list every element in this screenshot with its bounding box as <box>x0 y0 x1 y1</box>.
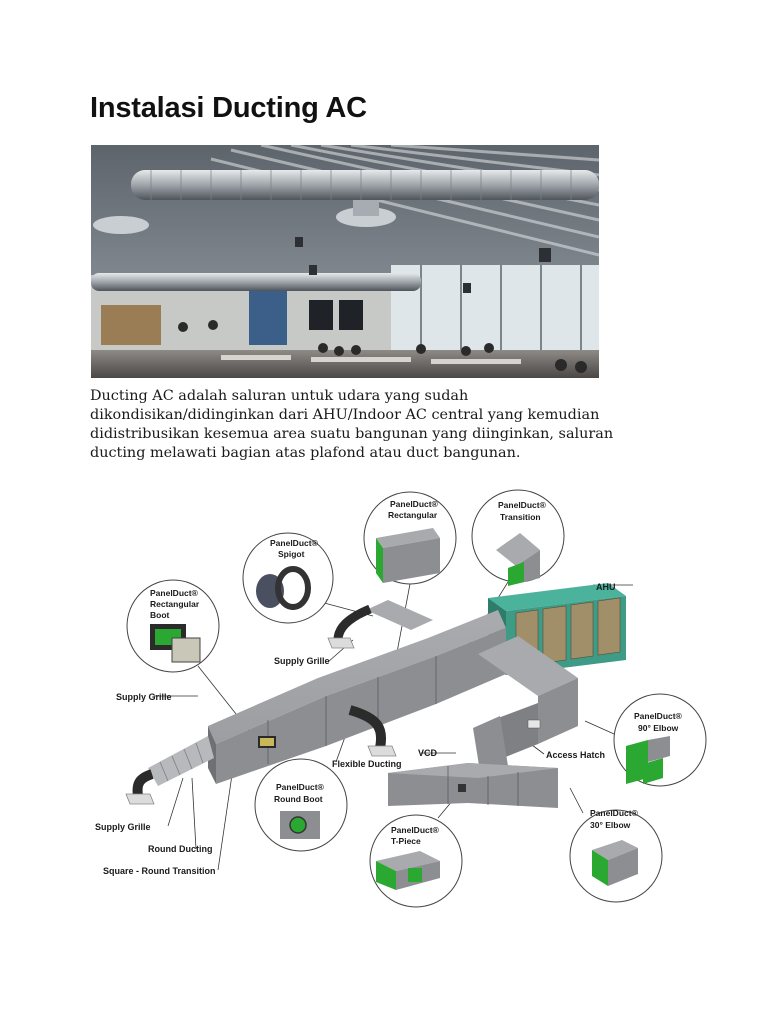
page-title: Instalasi Ducting AC <box>90 92 367 125</box>
label-vcd: VCD <box>418 748 438 758</box>
label-supply-grille-top: Supply Grille <box>274 656 330 666</box>
callout-rectangular-label: Rectangular <box>388 510 438 520</box>
intro-paragraph: Ducting AC adalah saluran untuk udara ya… <box>90 387 650 463</box>
callout-elbow30-title: PanelDuct® <box>590 808 639 818</box>
callout-round-boot: PanelDuct® Round Boot <box>255 759 347 851</box>
callout-rect-boot-title: PanelDuct® <box>150 588 199 598</box>
callout-30-elbow: PanelDuct® 30° Elbow <box>570 808 662 902</box>
callout-tpiece-title: PanelDuct® <box>391 825 440 835</box>
label-round-ducting: Round Ducting <box>148 844 213 854</box>
ducting-photo <box>91 145 599 378</box>
callout-rect-boot-label-2: Boot <box>150 610 170 620</box>
label-access-hatch: Access Hatch <box>546 750 605 760</box>
callout-rectangular-title: PanelDuct® <box>390 499 439 509</box>
callout-spigot: PanelDuct® Spigot <box>243 533 333 623</box>
callout-t-piece: PanelDuct® T-Piece <box>370 815 462 907</box>
label-supply-grille-bottom: Supply Grille <box>95 822 151 832</box>
callout-rect-boot-label: Rectangular <box>150 599 200 609</box>
callout-90-elbow: PanelDuct® 90° Elbow <box>614 694 706 786</box>
callout-spigot-label: Spigot <box>278 549 305 559</box>
round-duct <box>126 736 214 804</box>
label-flexible-ducting: Flexible Ducting <box>332 759 402 769</box>
label-supply-grille-left: Supply Grille <box>116 692 172 702</box>
callout-tpiece-label: T-Piece <box>391 836 421 846</box>
label-square-round-transition: Square - Round Transition <box>103 866 216 876</box>
callout-transition-title: PanelDuct® <box>498 500 547 510</box>
callout-rectangular: PanelDuct® Rectangular <box>364 492 456 584</box>
callout-rectangular-boot: PanelDuct® Rectangular Boot <box>127 580 219 672</box>
ducting-diagram: PanelDuct® Spigot PanelDuct® Rectangular… <box>88 478 708 910</box>
label-ahu: AHU <box>596 582 616 592</box>
main-duct <box>208 610 506 784</box>
callout-elbow90-label: 90° Elbow <box>638 723 679 733</box>
callout-elbow90-title: PanelDuct® <box>634 711 683 721</box>
callout-round-boot-title: PanelDuct® <box>276 782 325 792</box>
top-branch-duct <box>328 600 433 648</box>
callout-elbow30-label: 30° Elbow <box>590 820 631 830</box>
callout-transition-label: Transition <box>500 512 541 522</box>
callout-transition: PanelDuct® Transition <box>472 490 564 586</box>
callout-spigot-title: PanelDuct® <box>270 538 319 548</box>
callout-round-boot-label: Round Boot <box>274 794 323 804</box>
